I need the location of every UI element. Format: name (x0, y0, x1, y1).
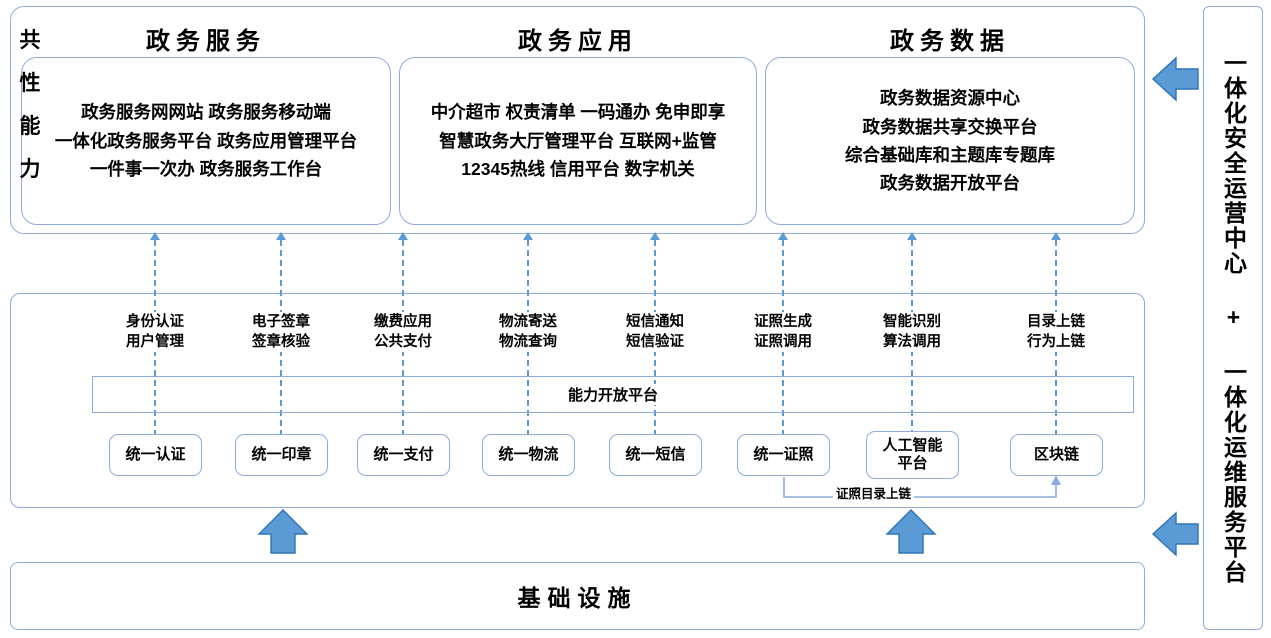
dashed-arrowhead-7 (1051, 232, 1061, 240)
capability-label-7: 目录上链行为上链 (1000, 312, 1112, 352)
capability-label-top-7: 目录上链 (1027, 314, 1085, 330)
capability-label-6: 智能识别算法调用 (856, 312, 968, 352)
capability-open-platform-label: 能力开放平台 (92, 376, 1134, 413)
capability-box-6[interactable]: 人工智能平台 (866, 431, 959, 479)
capability-label-5: 证照生成证照调用 (727, 312, 839, 352)
capability-box-5[interactable]: 统一证照 (737, 434, 830, 476)
data-line-1: 政务数据资源中心 (880, 88, 1020, 109)
common-capability-char-3: 力 (19, 158, 41, 181)
column-title-government-data: 政务数据 (890, 28, 1010, 55)
capability-label-bottom-5: 证照调用 (754, 334, 812, 350)
infrastructure-title: 基础设施 (517, 585, 638, 611)
common-capability-side-label: 共性能力 (8, 30, 52, 180)
capability-box-3[interactable]: 统一物流 (482, 434, 575, 476)
capability-label-bottom-2: 公共支付 (374, 334, 432, 350)
service-line-3: 一件事一次办 政务服务工作台 (89, 159, 323, 180)
capability-label-top-4: 短信通知 (626, 314, 684, 330)
certificate-chain-label: 证照目录上链 (833, 483, 915, 502)
application-line-2: 智慧政务大厅管理平台 互联网+监管 (439, 130, 717, 151)
capability-box-2[interactable]: 统一支付 (357, 434, 450, 476)
service-line-2: 一体化政务服务平台 政务应用管理平台 (54, 130, 358, 151)
capability-label-bottom-7: 行为上链 (1027, 334, 1085, 350)
data-line-3: 综合基础库和主题库专题库 (845, 145, 1055, 165)
column-title-government-application: 政务应用 (518, 28, 638, 55)
security-ops-panel[interactable]: 一体化安全运营中心 + 一体化运维服务平台 (1203, 6, 1263, 630)
dashed-arrowhead-1 (276, 232, 286, 240)
capability-box-7[interactable]: 区块链 (1010, 434, 1103, 476)
capability-box-line2-6: 平台 (897, 455, 928, 472)
capability-label-1: 电子签章签章核验 (225, 312, 337, 352)
government-service-box[interactable]: 政务服务网网站 政务服务移动端 一体化政务服务平台 政务应用管理平台 一件事一次… (21, 57, 391, 225)
capability-label-top-0: 身份认证 (126, 314, 184, 330)
capability-box-line1-6: 人工智能 (882, 437, 943, 454)
government-application-box[interactable]: 中介超市 权责清单 一码通办 免申即享 智慧政务大厅管理平台 互联网+监管 12… (399, 57, 757, 225)
dashed-arrowhead-3 (523, 232, 533, 240)
common-capability-char-1: 性 (19, 72, 41, 95)
capability-label-bottom-6: 算法调用 (883, 334, 941, 350)
capability-label-2: 缴费应用公共支付 (347, 312, 459, 352)
common-capability-char-2: 能 (19, 115, 41, 138)
capability-open-platform-bar[interactable] (92, 376, 1134, 413)
capability-label-0: 身份认证用户管理 (99, 312, 211, 352)
capability-box-text-6: 人工智能平台 (882, 437, 942, 473)
capability-box-1[interactable]: 统一印章 (235, 434, 328, 476)
arrow-up-icon-infrastructure-right (885, 509, 937, 554)
capability-label-top-3: 物流寄送 (499, 314, 557, 330)
arrow-left-icon-top (1151, 56, 1199, 102)
capability-label-4: 短信通知短信验证 (599, 312, 711, 352)
capability-label-top-5: 证照生成 (754, 314, 812, 330)
dashed-arrowhead-2 (398, 232, 408, 240)
capability-label-bottom-0: 用户管理 (126, 334, 184, 350)
infrastructure-panel[interactable]: 基础设施 (10, 562, 1145, 630)
capability-label-bottom-4: 短信验证 (626, 334, 684, 350)
capability-label-top-6: 智能识别 (883, 314, 941, 330)
security-ops-title: 一体化安全运营中心 + 一体化运维服务平台 (1220, 51, 1247, 585)
service-line-1: 政务服务网网站 政务服务移动端 (81, 102, 331, 123)
data-line-2: 政务数据共享交换平台 (862, 116, 1038, 137)
arrow-up-icon-infrastructure-left (257, 509, 309, 554)
data-line-4: 政务数据开放平台 (880, 173, 1020, 194)
capability-label-bottom-1: 签章核验 (252, 334, 310, 350)
application-line-1: 中介超市 权责清单 一码通办 免申即享 (430, 102, 726, 123)
capability-box-4[interactable]: 统一短信 (609, 434, 702, 476)
common-capability-char-0: 共 (19, 29, 41, 52)
dashed-arrowhead-6 (907, 232, 917, 240)
capability-label-3: 物流寄送物流查询 (472, 312, 584, 352)
dashed-arrowhead-0 (150, 232, 160, 240)
open-platform-text: 能力开放平台 (563, 384, 662, 405)
column-title-government-service: 政务服务 (146, 28, 266, 55)
capability-label-bottom-3: 物流查询 (499, 334, 557, 350)
dashed-arrowhead-5 (778, 232, 788, 240)
capability-label-top-1: 电子签章 (252, 314, 310, 330)
capability-box-0[interactable]: 统一认证 (109, 434, 202, 476)
arrow-left-icon-bottom (1151, 511, 1199, 557)
capability-label-top-2: 缴费应用 (374, 314, 432, 330)
government-data-box[interactable]: 政务数据资源中心 政务数据共享交换平台 综合基础库和主题库专题库 政务数据开放平… (765, 57, 1135, 225)
application-line-3: 12345热线 信用平台 数字机关 (461, 159, 695, 180)
dashed-arrowhead-4 (650, 232, 660, 240)
top-layer-panel: 政务服务 政务服务网网站 政务服务移动端 一体化政务服务平台 政务应用管理平台 … (10, 6, 1145, 234)
